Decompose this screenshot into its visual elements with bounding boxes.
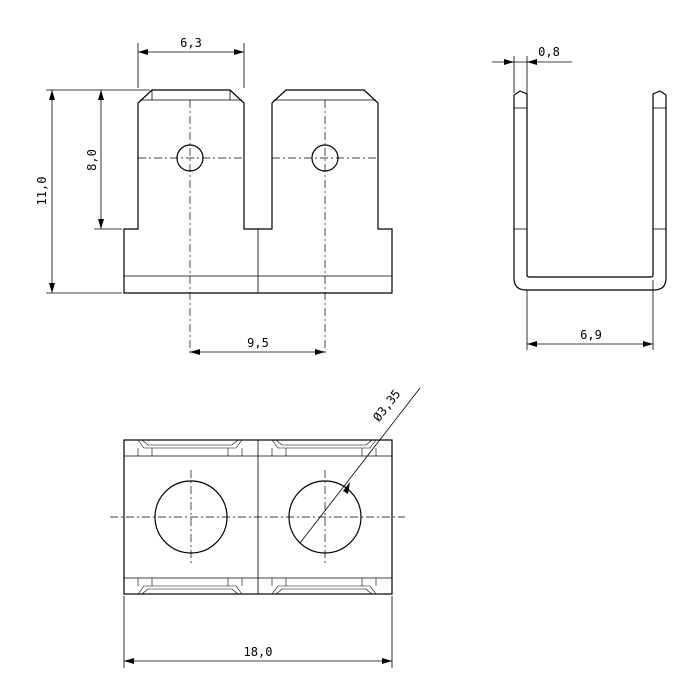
- hole-diameter-arrow: [343, 482, 350, 494]
- dim-total-length-label: 18,0: [244, 645, 273, 659]
- dim-hole-diameter: Ø3,35: [299, 387, 421, 544]
- dim-total-length: 18,0: [123, 596, 393, 668]
- dim-tab-width: 6,3: [137, 36, 245, 88]
- top-band-left-curl: [137, 439, 243, 449]
- side-view: [513, 90, 667, 291]
- dim-tab-width-label: 6,3: [180, 36, 202, 50]
- dim-tab-length: 8,0: [85, 89, 150, 230]
- front-view-outline: [123, 89, 393, 294]
- dim-hole-diameter-label: Ø3,35: [370, 387, 403, 424]
- side-view-inner-profile: [526, 100, 654, 278]
- top-band-right-curl: [271, 439, 377, 449]
- dim-tab-length-label: 8,0: [85, 149, 99, 171]
- top-band-left-curl-inner: [141, 439, 239, 446]
- hole-diameter-leader: [299, 387, 421, 544]
- bottom-band-right-curl-inner: [275, 588, 373, 595]
- dim-material-thickness-label: 0,8: [538, 45, 560, 59]
- dim-total-height-label: 11,0: [35, 177, 49, 206]
- right-wall-tip: [652, 90, 667, 100]
- bottom-band-right-curl: [271, 585, 377, 595]
- dim-material-thickness: 0,8: [492, 45, 572, 96]
- dim-tab-pitch: 9,5: [190, 336, 325, 355]
- bottom-band-left-curl-inner: [141, 588, 239, 595]
- top-band-right-curl-inner: [275, 439, 373, 446]
- bottom-band-left-curl: [137, 585, 243, 595]
- side-view-outer-profile: [513, 95, 667, 291]
- dim-tab-pitch-label: 9,5: [247, 336, 269, 350]
- front-view: [123, 89, 393, 355]
- dim-inner-width-label: 6,9: [580, 328, 602, 342]
- top-view: [110, 439, 405, 595]
- left-wall-tip: [513, 90, 528, 100]
- dim-inner-width: 6,9: [526, 280, 654, 350]
- dim-total-height: 11,0: [35, 89, 122, 294]
